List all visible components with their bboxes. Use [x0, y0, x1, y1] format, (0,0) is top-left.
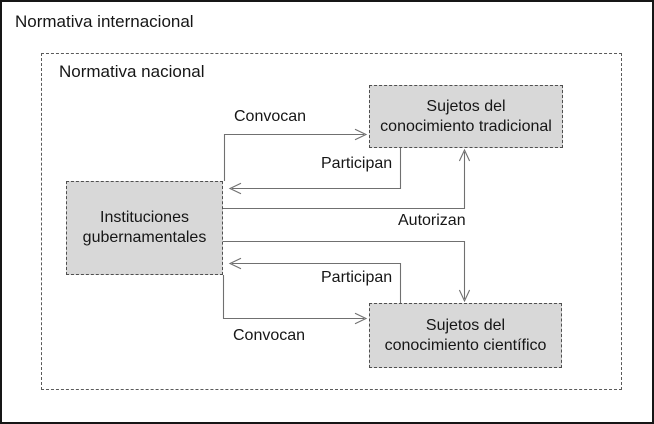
edge-convocan-scientific	[222, 275, 368, 325]
node-label-line: Instituciones	[100, 209, 189, 226]
edge-convocan-scientific-arrowhead	[354, 312, 368, 325]
edge-label-autorizan: Autorizan	[398, 212, 466, 229]
node-label-line: gubernamentales	[82, 229, 207, 246]
node-label-line: conocimiento científico	[384, 336, 547, 354]
edge-autorizan-traditional-arrowhead	[458, 148, 471, 162]
edge-autorizan-traditional	[223, 148, 471, 210]
edge-autorizan-scientific	[223, 240, 471, 303]
node-label-line: conocimiento tradicional	[380, 117, 552, 135]
edge-participan-traditional	[228, 148, 402, 195]
node-sujetos-conocimiento-cientifico: Sujetos del conocimiento científico	[369, 303, 562, 368]
edge-participan-traditional-line	[232, 148, 402, 190]
node-label-line: Sujetos del	[425, 316, 506, 334]
node-sujetos-conocimiento-tradicional: Sujetos del conocimiento tradicional	[369, 85, 563, 148]
edge-participan-scientific-line	[232, 262, 402, 303]
edge-participan-traditional-arrowhead	[228, 182, 242, 195]
edge-participan-scientific-arrowhead	[228, 257, 242, 270]
edge-autorizan-scientific-arrowhead	[458, 289, 471, 303]
edge-convocan-traditional	[223, 128, 368, 181]
inner-frame: Normativa nacional	[41, 53, 622, 390]
edge-label-participan-scientific: Participan	[321, 269, 393, 286]
edge-label-convocan-traditional: Convocan	[234, 108, 307, 125]
edge-convocan-traditional-line	[223, 133, 364, 181]
node-label-line: Sujetos del	[426, 97, 506, 115]
edge-convocan-traditional-arrowhead	[354, 128, 368, 141]
node-instituciones-gubernamentales: Instituciones gubernamentales	[66, 181, 223, 275]
edge-participan-scientific	[228, 257, 402, 303]
edge-autorizan-scientific-line	[223, 240, 466, 299]
edge-autorizan-traditional-line	[223, 152, 466, 210]
edge-label-participan-traditional: Participan	[321, 155, 393, 172]
edge-convocan-scientific-line	[222, 275, 364, 320]
edge-label-convocan-scientific: Convocan	[233, 327, 306, 344]
outer-frame-label: Normativa internacional	[15, 12, 194, 31]
inner-frame-label: Normativa nacional	[59, 62, 205, 81]
